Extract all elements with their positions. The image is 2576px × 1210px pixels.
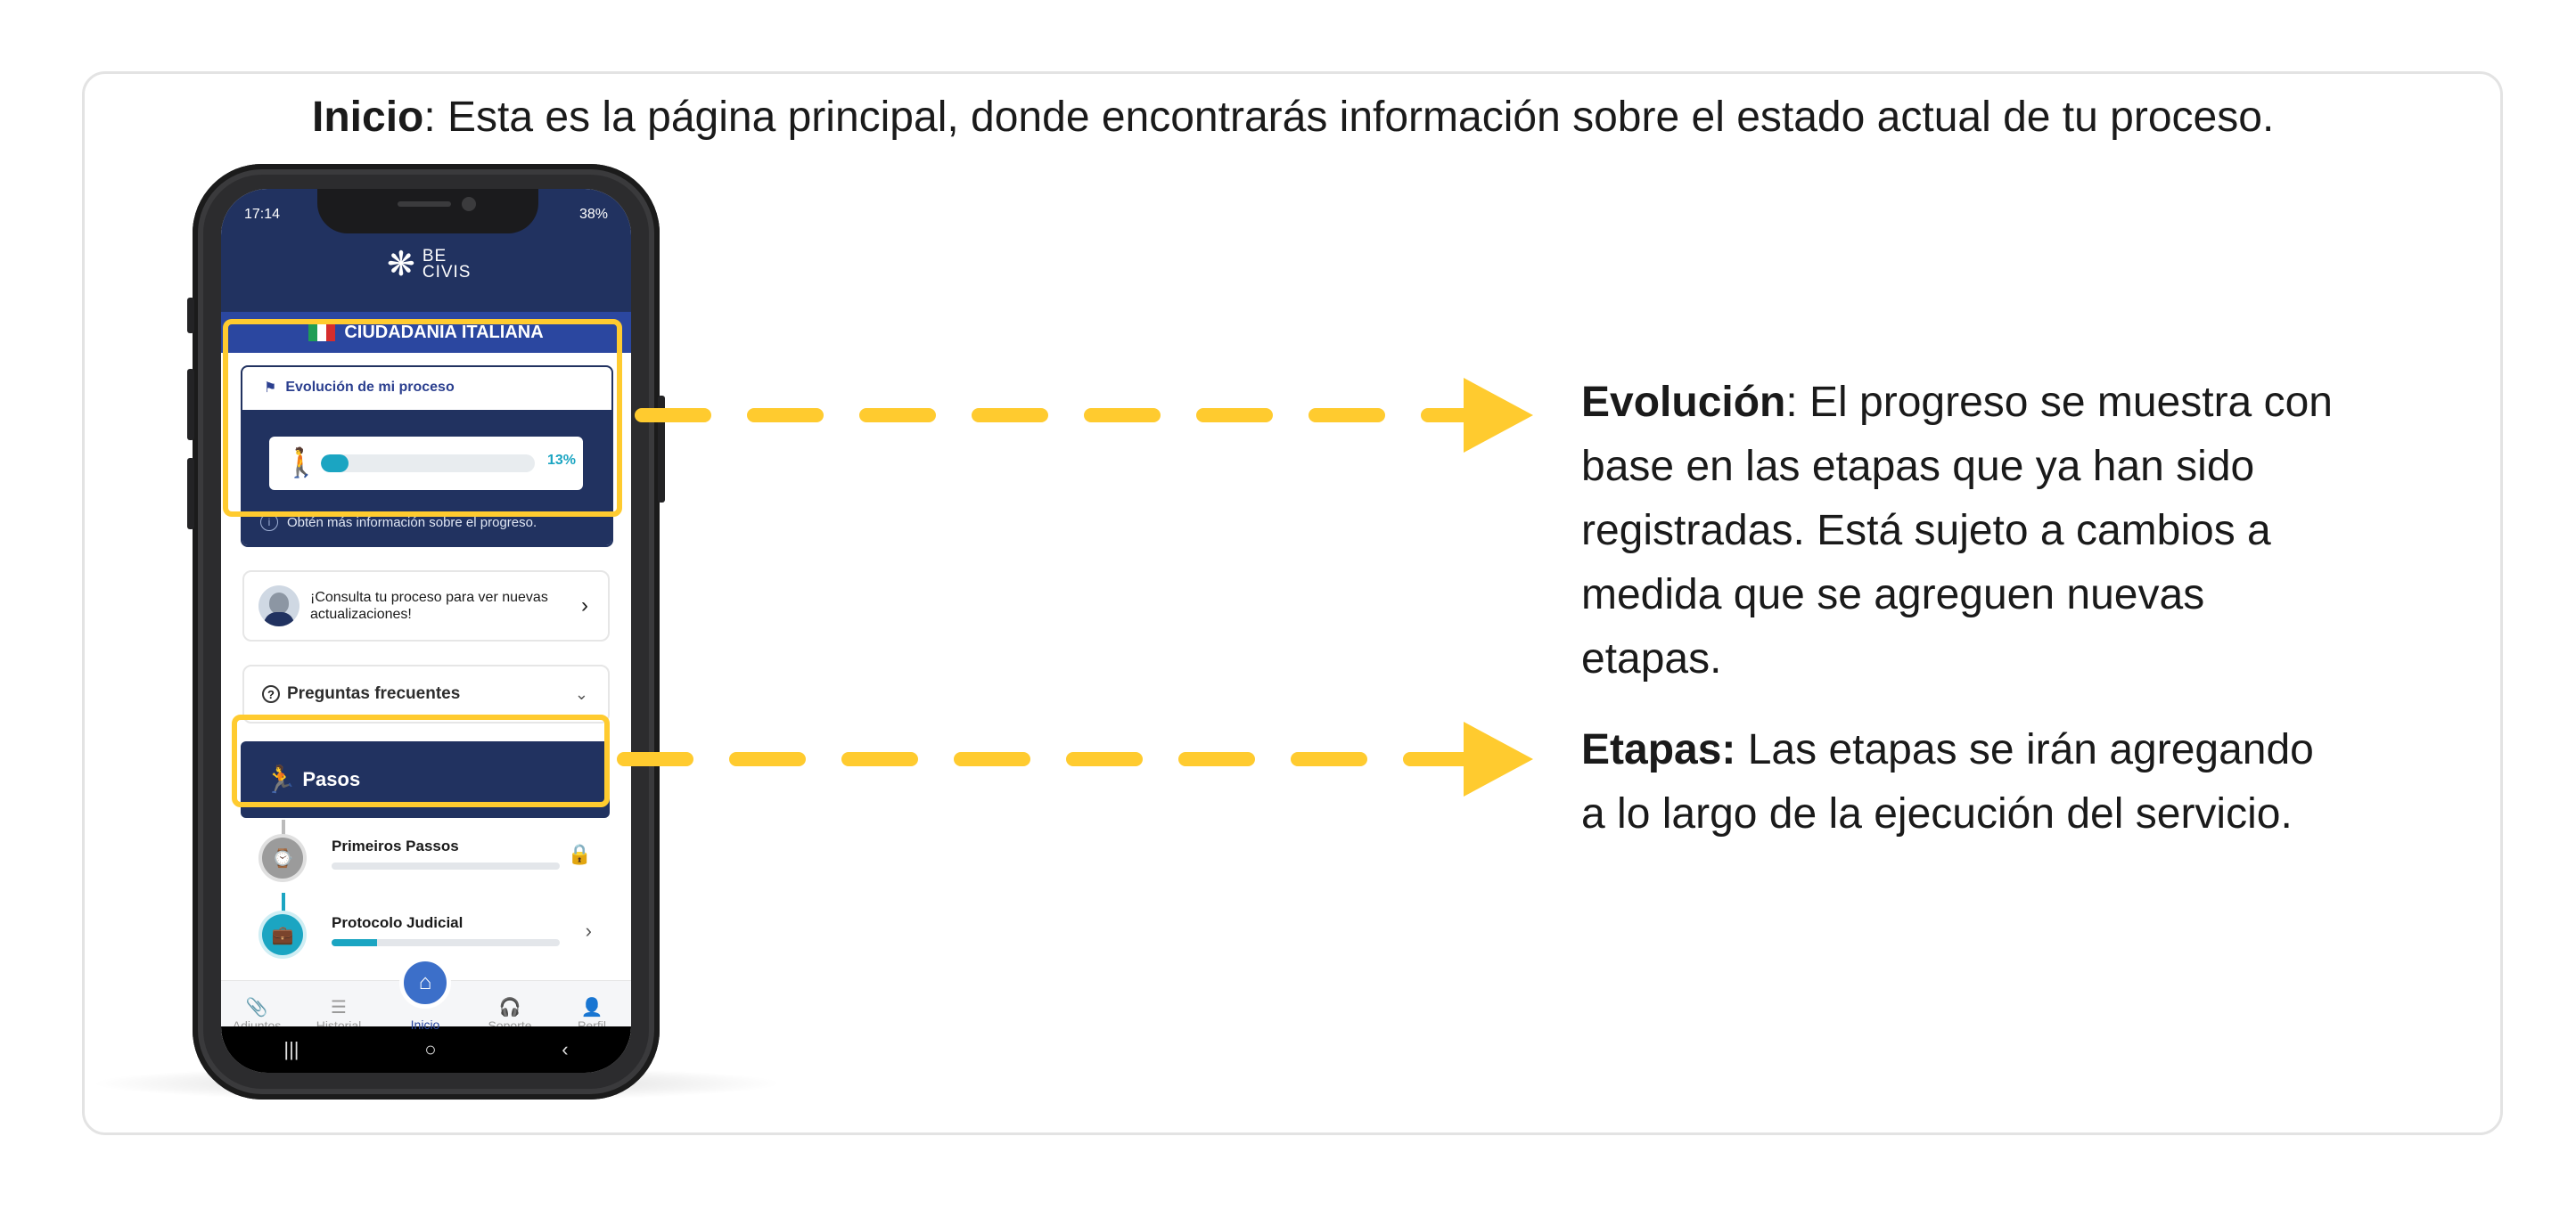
- faq-label: Preguntas frecuentes: [287, 684, 461, 703]
- progress-percent: 13%: [546, 453, 576, 468]
- italy-flag-icon: [308, 323, 336, 341]
- progress-info-text: Obtén más información sobre el progreso.: [287, 514, 537, 530]
- consult-text: ¡Consulta tu proceso para ver nuevas act…: [310, 590, 548, 622]
- faq-accordion[interactable]: ? Preguntas frecuentes ⌄: [242, 665, 610, 724]
- steps-callout: Etapas: Las etapas se irán agregando a l…: [1581, 718, 2314, 846]
- progress-info-link[interactable]: i Obtén más información sobre el progres…: [260, 513, 537, 531]
- recent-apps-icon[interactable]: |||: [283, 1038, 299, 1060]
- flag-icon: ⚑: [264, 380, 277, 396]
- evolution-callout-line-2: base en las etapas que ya han sido: [1581, 443, 2255, 490]
- speaker: [398, 201, 451, 207]
- running-person-icon: 🏃: [264, 764, 298, 795]
- steps-arrow-head: [1464, 722, 1533, 797]
- phone-button-left-2: [187, 369, 194, 440]
- android-nav-bar: ||| ○ ‹: [221, 1026, 631, 1073]
- assistant-avatar: [258, 585, 299, 626]
- step-progress-track: [332, 863, 560, 870]
- app-header: 17:14 38% ❋ BE CIVIS CIUDADANÍA ITALIANA: [221, 189, 631, 353]
- logo-line-2: CIVIS: [422, 263, 472, 282]
- step-item[interactable]: ⌚ Primeiros Passos 🔒: [242, 827, 610, 898]
- status-time: 17:14: [244, 207, 281, 222]
- evolution-callout-line-4: medida que se agreguen nuevas: [1581, 571, 2205, 618]
- step-name: Protocolo Judicial: [332, 914, 464, 931]
- app-logo: ❋ BE CIVIS: [387, 248, 471, 282]
- citizenship-label: CIUDADANÍA ITALIANA: [344, 322, 544, 342]
- phone-button-left-3: [187, 458, 194, 529]
- user-icon: 👤: [580, 998, 603, 1018]
- back-icon[interactable]: ‹: [562, 1038, 569, 1060]
- step-progress-fill: [332, 939, 378, 946]
- status-battery: 38%: [578, 207, 608, 222]
- evolution-callout: Evolución: El progreso se muestra con ba…: [1581, 371, 2333, 691]
- chevron-down-icon: ⌄: [574, 684, 588, 703]
- tab-inicio-label: Inicio: [410, 1018, 440, 1032]
- headline: Inicio: Esta es la página principal, don…: [312, 93, 2274, 142]
- step-item[interactable]: 💼 Protocolo Judicial ›: [242, 903, 610, 975]
- step-name: Primeiros Passos: [332, 838, 459, 854]
- phone-button-left-1: [187, 298, 194, 333]
- evolution-header: ⚑ Evolución de mi proceso: [242, 367, 611, 408]
- phone-notch: [317, 189, 538, 233]
- steps-callout-title: Etapas:: [1581, 726, 1736, 773]
- progress-fill: [321, 454, 349, 472]
- phone-screen: 17:14 38% ❋ BE CIVIS CIUDADANÍA ITALIANA…: [221, 189, 631, 1073]
- evolution-callout-line-1: : El progreso se muestra con: [1785, 379, 2333, 426]
- tab-inicio-button[interactable]: ⌂: [399, 957, 451, 1009]
- steps-callout-line-2: a lo largo de la ejecución del servicio.: [1581, 790, 2293, 838]
- steps-highlight: [232, 715, 610, 807]
- briefcase-icon: 💼: [262, 914, 303, 955]
- evolution-highlight: [223, 319, 622, 517]
- steps-callout-line-1: Las etapas se irán agregando: [1735, 726, 2314, 773]
- paperclip-icon: 📎: [245, 998, 268, 1018]
- lock-icon: 🔒: [567, 843, 592, 865]
- progress-box: 🚶 13%: [269, 437, 583, 490]
- chevron-right-icon: ›: [581, 593, 588, 617]
- evolution-arrow-head: [1464, 378, 1533, 453]
- home-nav-icon[interactable]: ○: [424, 1038, 437, 1060]
- step-progress-track: [332, 939, 560, 946]
- list-icon: ☰: [331, 998, 347, 1018]
- phone-power-button: [658, 396, 665, 503]
- walking-person-icon: 🚶: [283, 446, 319, 478]
- evolution-card[interactable]: ⚑ Evolución de mi proceso 🚶 13% i Obtén …: [241, 365, 613, 547]
- evolution-callout-title: Evolución: [1581, 379, 1786, 426]
- evolution-title: Evolución de mi proceso: [285, 380, 455, 395]
- headline-title: Inicio: [312, 94, 424, 141]
- status-bar: 17:14 38%: [244, 207, 608, 223]
- progress-track: [321, 454, 535, 472]
- question-icon: ?: [262, 685, 280, 703]
- citizenship-banner: CIUDADANÍA ITALIANA: [221, 312, 631, 353]
- consult-process-card[interactable]: ¡Consulta tu proceso para ver nuevas act…: [242, 570, 610, 642]
- chevron-right-icon: ›: [585, 920, 592, 942]
- headset-icon: 🎧: [498, 998, 521, 1018]
- evolution-body: 🚶 13% i Obtén más información sobre el p…: [242, 410, 611, 545]
- phone-frame: 17:14 38% ❋ BE CIVIS CIUDADANÍA ITALIANA…: [187, 164, 665, 1100]
- evolution-callout-line-5: etapas.: [1581, 635, 1722, 683]
- camera: [462, 197, 476, 211]
- home-icon: ⌂: [418, 970, 432, 994]
- snowflake-logo-icon: ❋: [387, 246, 415, 283]
- steps-header-label: Pasos: [302, 768, 361, 790]
- logo-line-1: BE: [422, 247, 447, 266]
- timeline-line: [282, 820, 285, 852]
- briefcase-clock-icon: ⌚: [262, 838, 303, 879]
- headline-text: : Esta es la página principal, donde enc…: [423, 94, 2275, 141]
- evolution-callout-line-3: registradas. Está sujeto a cambios a: [1581, 507, 2271, 554]
